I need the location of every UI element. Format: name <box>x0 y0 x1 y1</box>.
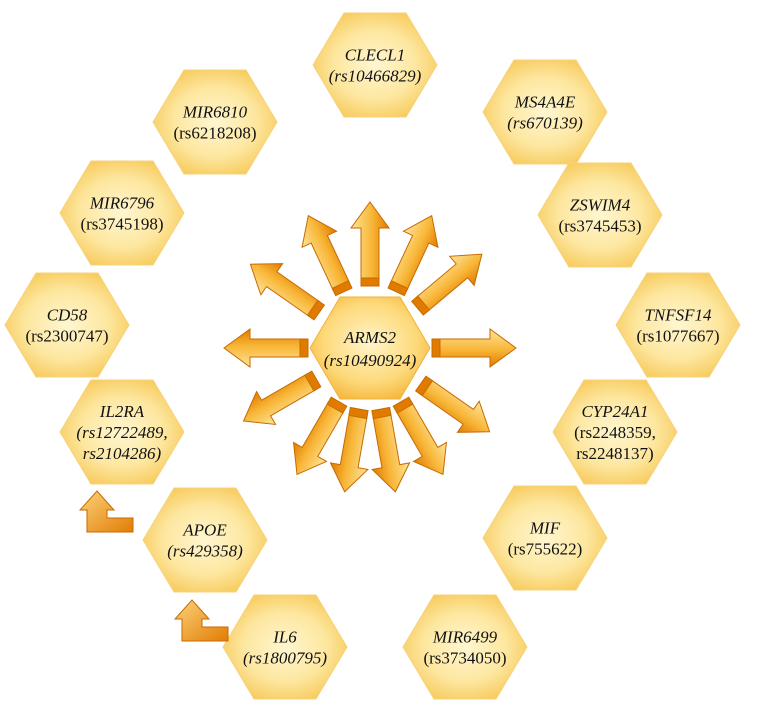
gene-node-mir6810: MIR6810 (rs6218208) <box>152 69 278 175</box>
gene-node-mir6499: MIR6499 (rs3734050) <box>402 594 528 700</box>
gene-hexagon <box>482 59 608 165</box>
gene-hexagon <box>59 379 185 485</box>
gene-hexagon <box>537 162 663 268</box>
gene-node-il2ra: IL2RA (rs12722489, rs2104286) <box>59 379 185 485</box>
gene-node-zswim4: ZSWIM4 (rs3745453) <box>537 162 663 268</box>
gene-node-cd58: CD58 (rs2300747) <box>4 272 130 378</box>
gene-hexagon <box>312 12 438 118</box>
snp-label: (rs2248359, <box>574 423 656 442</box>
radial-arrow <box>242 370 322 426</box>
radial-arrow <box>414 375 491 433</box>
snp-label: (rs755622) <box>508 540 583 559</box>
gene-node-mif: MIF (rs755622) <box>482 485 608 591</box>
gene-hexagon <box>59 160 185 266</box>
gene-label: MIF <box>529 519 561 538</box>
snp-label: (rs6218208) <box>173 124 256 143</box>
snp-label: (rs429358) <box>167 542 243 561</box>
elbow-arrows <box>78 490 229 642</box>
radial-arrows <box>223 201 517 493</box>
snp-label: (rs670139) <box>507 114 583 133</box>
center-gene-label: ARMS2 <box>343 328 396 347</box>
gene-hexagon <box>482 485 608 591</box>
gene-label: IL2RA <box>99 402 145 421</box>
gene-node-ms4a4e: MS4A4E (rs670139) <box>482 59 608 165</box>
gene-label: CD58 <box>47 306 88 325</box>
snp-label: (rs3745198) <box>80 215 163 234</box>
center-node: ARMS2 (rs10490924) <box>309 296 431 400</box>
gene-label: CLECL1 <box>345 46 405 65</box>
gene-label: MS4A4E <box>514 93 576 112</box>
gene-hexagon <box>552 379 678 485</box>
gene-label: MIR6499 <box>432 628 498 647</box>
radial-arrow <box>249 263 326 321</box>
gene-node-il6: IL6 (rs1800795) <box>222 594 348 700</box>
gene-hexagon <box>142 487 268 593</box>
radial-arrow <box>371 406 411 493</box>
snp-label: (rs10466829) <box>329 67 422 86</box>
gene-node-clecl1: CLECL1 (rs10466829) <box>312 12 438 118</box>
snp-label: (rs2300747) <box>25 327 108 346</box>
center-snp-label: (rs10490924) <box>324 351 417 370</box>
snp-label: (rs12722489, <box>76 423 167 442</box>
snp-label: (rs1077667) <box>636 327 719 346</box>
radial-arrow <box>431 328 517 368</box>
radial-arrow <box>392 396 448 476</box>
gene-node-apoe: APOE (rs429358) <box>142 487 268 593</box>
snp-label: (rs3734050) <box>423 649 506 668</box>
elbow-arrow-apoe-to-il2ra <box>78 490 134 533</box>
radial-arrow <box>223 328 309 368</box>
gene-node-tnfsf14: TNFSF14 (rs1077667) <box>615 272 741 378</box>
elbow-arrow-il6-to-apoe <box>173 599 229 642</box>
center-hexagon <box>309 296 431 400</box>
gene-label: TNFSF14 <box>644 306 712 325</box>
gene-hexagons: CLECL1 (rs10466829) MS4A4E (rs670139) ZSWIM4… <box>4 12 741 700</box>
radial-arrow <box>292 396 348 476</box>
gene-label: CYP24A1 <box>581 402 648 421</box>
gene-hexagon <box>152 69 278 175</box>
gene-label: IL6 <box>272 628 297 647</box>
snp-label: rs2104286) <box>83 444 162 463</box>
snp-label: (rs3745453) <box>558 217 641 236</box>
snp-label: (rs1800795) <box>243 649 327 668</box>
gene-label: MIR6796 <box>89 194 155 213</box>
gene-hexagon <box>615 272 741 378</box>
radial-arrow <box>387 214 439 297</box>
snp-label: rs2248137) <box>576 444 653 463</box>
gene-label: APOE <box>182 521 227 540</box>
gene-hexagon <box>402 594 528 700</box>
radial-arrow <box>329 406 369 493</box>
gene-label: ZSWIM4 <box>570 196 631 215</box>
radial-arrow <box>411 253 483 316</box>
gene-node-cyp24a1: CYP24A1 (rs2248359, rs2248137) <box>552 379 678 485</box>
gene-hexagon <box>4 272 130 378</box>
gene-label: MIR6810 <box>182 103 248 122</box>
gene-node-mir6796: MIR6796 (rs3745198) <box>59 160 185 266</box>
radial-arrow <box>350 201 390 287</box>
gene-hexagon <box>222 594 348 700</box>
radial-arrow <box>301 214 353 297</box>
